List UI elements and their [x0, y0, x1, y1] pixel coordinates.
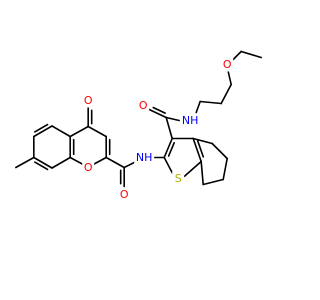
- bond-chain-2: [199, 100, 222, 105]
- atom-s-thiophene-label: S: [175, 172, 182, 185]
- bond-benzo-d-inner: [33, 161, 49, 171]
- molecule-diagram: O O O NH S O NH O: [15, 50, 262, 202]
- bond-c3-camide2: [165, 116, 173, 140]
- bond-layer: [15, 50, 262, 188]
- bond-thio-c3ac7a: [192, 137, 202, 163]
- bond-thio-c2c3: [163, 137, 173, 159]
- bond-benzo-f-inner: [33, 123, 49, 133]
- bond-c2-o1: [92, 156, 107, 166]
- atom-s-thiophene: S: [172, 171, 185, 186]
- bond-hex-2: [211, 142, 228, 160]
- atom-nh-amide-thiophene-label: NH: [182, 114, 199, 127]
- bond-ethyl-2: [240, 50, 262, 59]
- atom-nh-amide-thiophene: NH: [180, 113, 201, 128]
- bond-chain-o: [227, 70, 232, 86]
- bond-camide2-o: [148, 108, 167, 119]
- bond-c4-c3: [87, 125, 107, 138]
- bond-hex-3: [222, 157, 228, 181]
- bond-c4a-c4: [69, 125, 89, 138]
- bond-camide2-nh: [165, 116, 180, 122]
- atom-label-layer: O O O NH S O NH O: [82, 57, 234, 202]
- atom-o-amide-thiophene: O: [137, 98, 150, 113]
- bond-benzo-f: [33, 125, 53, 138]
- bond-o1-c8a: [69, 156, 84, 166]
- atom-nh-amide-chromone: NH: [134, 150, 155, 165]
- bond-camide2-o-inner: [152, 106, 166, 114]
- atom-o-ring-chromone-label: O: [84, 161, 93, 174]
- atom-o-ether: O: [221, 57, 234, 72]
- bond-benzo-c: [51, 156, 71, 169]
- bond-benzo-d: [33, 156, 53, 169]
- bond-methyl: [15, 156, 35, 169]
- bond-thio-c2c3-inner: [167, 141, 176, 157]
- bond-c2-camide: [105, 156, 125, 169]
- bond-hex-4: [202, 178, 224, 186]
- atom-o-ketone: O: [82, 93, 95, 108]
- atom-o-amide-thiophene-label: O: [139, 99, 148, 112]
- bond-thio-c7a-s: [183, 160, 202, 178]
- bond-hex-1: [192, 137, 213, 145]
- atom-o-ketone-label: O: [84, 94, 93, 107]
- bond-benzo-a: [51, 125, 71, 138]
- bond-thio-s-c2: [163, 156, 174, 176]
- atom-nh-amide-chromone-label: NH: [136, 151, 153, 164]
- atom-o-ether-label: O: [223, 58, 232, 71]
- bond-ethyl-1: [232, 50, 242, 61]
- bond-hex-5: [200, 160, 204, 186]
- atom-o-ring-chromone: O: [82, 160, 95, 175]
- atom-o-amide-chromone: O: [118, 187, 131, 202]
- atom-o-amide-chromone-label: O: [120, 188, 129, 201]
- bond-thio-c3ac7a-inner: [196, 140, 205, 158]
- bond-chain-1: [195, 100, 201, 114]
- bond-chain-3: [220, 83, 232, 105]
